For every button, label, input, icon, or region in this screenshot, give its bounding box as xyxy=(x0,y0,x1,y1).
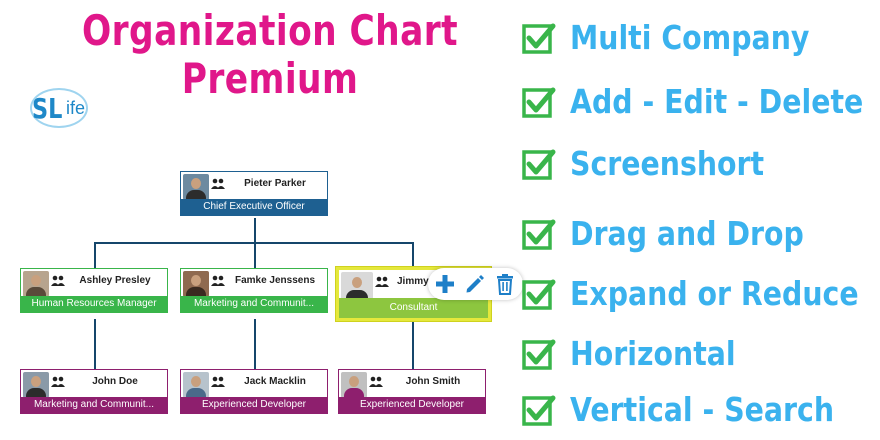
checkbox-checked-icon xyxy=(522,219,556,250)
connector-root xyxy=(254,218,256,242)
org-node-jack-macklin[interactable]: Jack Macklin Experienced Developer xyxy=(180,369,328,414)
avatar xyxy=(341,372,367,398)
logo-text-rest: ife xyxy=(66,98,86,118)
node-name: Pieter Parker xyxy=(244,178,306,189)
node-role: Experienced Developer xyxy=(339,397,485,413)
avatar xyxy=(23,372,49,398)
team-icon xyxy=(369,376,383,387)
checkbox-checked-icon xyxy=(522,23,556,54)
connector-jack-macklin xyxy=(254,319,256,369)
node-role: Experienced Developer xyxy=(181,397,327,413)
checkbox-checked-icon xyxy=(522,339,556,370)
connector-john-smith xyxy=(412,319,414,369)
checkbox-checked-icon xyxy=(522,149,556,180)
node-action-toolbar xyxy=(428,268,523,300)
page-subtitle: Premium xyxy=(181,54,359,103)
feature-label: Expand or Reduce xyxy=(570,274,859,313)
logo-text-main: SL xyxy=(32,92,63,125)
slife-logo: SL ife xyxy=(22,88,94,128)
team-icon xyxy=(211,376,225,387)
page-title: Organization Chart xyxy=(81,6,459,55)
connector-famke xyxy=(254,242,256,268)
team-icon xyxy=(211,275,225,286)
connector-jimmy xyxy=(412,242,414,268)
org-node-root[interactable]: Pieter Parker Chief Executive Officer xyxy=(180,171,328,216)
org-node-john-doe[interactable]: John Doe Marketing and Communit... xyxy=(20,369,168,414)
team-icon xyxy=(375,276,389,287)
node-role: Consultant xyxy=(339,298,488,318)
feature-label: Horizontal xyxy=(570,334,736,373)
avatar xyxy=(341,272,373,302)
checkbox-checked-icon xyxy=(522,395,556,426)
avatar xyxy=(183,372,209,398)
node-name: Famke Jenssens xyxy=(234,275,316,286)
node-role: Chief Executive Officer xyxy=(181,199,327,215)
feature-label: Multi Company xyxy=(570,18,810,57)
avatar xyxy=(183,271,209,297)
node-role: Marketing and Communit... xyxy=(21,397,167,413)
node-name: John Smith xyxy=(405,376,461,387)
node-name: John Doe xyxy=(92,376,138,387)
node-role: Human Resources Manager xyxy=(21,296,167,312)
org-node-ashley-presley[interactable]: Ashley Presley Human Resources Manager xyxy=(20,268,168,313)
feature-label: Screenshort xyxy=(570,144,765,183)
checkbox-checked-icon xyxy=(522,87,556,118)
logo-ring xyxy=(30,88,88,128)
team-icon xyxy=(51,376,65,387)
node-name: Jimmy xyxy=(397,276,429,287)
node-name: Jack Macklin xyxy=(244,376,306,387)
feature-label: Vertical - Search xyxy=(570,390,835,429)
feature-label: Add - Edit - Delete xyxy=(570,82,864,121)
connector-ashley xyxy=(94,242,96,268)
pencil-icon[interactable] xyxy=(463,272,487,296)
team-icon xyxy=(51,275,65,286)
connector-john-doe xyxy=(94,319,96,369)
trash-icon[interactable] xyxy=(493,272,517,296)
avatar xyxy=(183,174,209,200)
node-role: Marketing and Communit... xyxy=(181,296,327,312)
avatar xyxy=(23,271,49,297)
checkbox-checked-icon xyxy=(522,279,556,310)
org-node-famke-jenssens[interactable]: Famke Jenssens Marketing and Communit... xyxy=(180,268,328,313)
node-name: Ashley Presley xyxy=(79,275,151,286)
feature-label: Drag and Drop xyxy=(570,214,804,253)
team-icon xyxy=(211,178,225,189)
org-node-john-smith[interactable]: John Smith Experienced Developer xyxy=(338,369,486,414)
plus-icon[interactable] xyxy=(433,272,457,296)
